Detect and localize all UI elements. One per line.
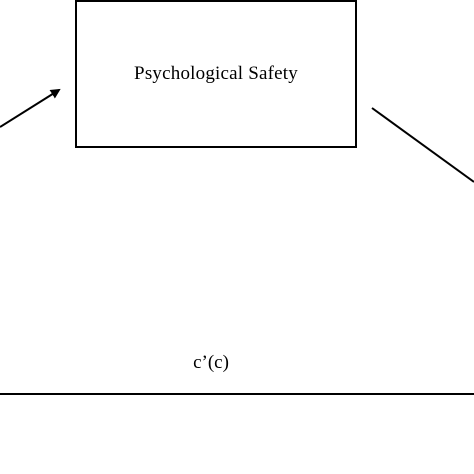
path-b-line xyxy=(371,107,474,183)
direct-path-label: c’(c) xyxy=(193,352,229,373)
mediator-box: Psychological Safety xyxy=(75,0,357,148)
mediator-label: Psychological Safety xyxy=(134,63,298,84)
path-a-arrow xyxy=(0,88,61,128)
